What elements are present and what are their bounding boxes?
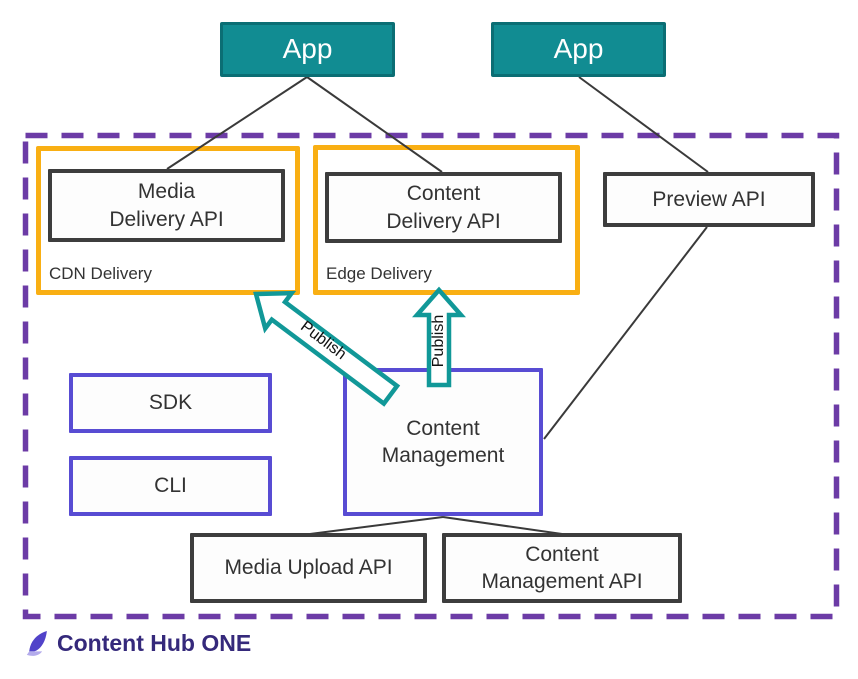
app-node-2-label: App <box>553 33 604 65</box>
line-app2-to-preview-api <box>578 76 709 173</box>
brand-name: Content Hub ONE <box>57 630 252 656</box>
app-node-1: App <box>220 22 395 77</box>
cli-box: CLI <box>69 456 272 516</box>
line-content-management-to-content-management-api <box>442 516 563 535</box>
content-delivery-api-box: Content Delivery API <box>325 172 562 243</box>
media-delivery-api-box: Media Delivery API <box>48 169 285 242</box>
content-management-api-label: Content Management API <box>481 542 643 593</box>
sdk-label: SDK <box>148 391 193 415</box>
publish-label-vertical: Publish <box>430 314 447 368</box>
app-node-2: App <box>491 22 666 77</box>
cli-label: CLI <box>154 474 187 498</box>
publish-label-diagonal: Publish <box>297 318 350 364</box>
feather-icon <box>26 631 47 656</box>
content-management-box: Content Management <box>343 368 543 516</box>
media-upload-api-label: Media Upload API <box>224 556 393 580</box>
media-delivery-api-label: Media Delivery API <box>109 180 224 231</box>
app-node-1-label: App <box>282 33 333 65</box>
edge-delivery-group-label: Edge Delivery <box>326 264 432 283</box>
cdn-delivery-group-label: CDN Delivery <box>49 264 152 283</box>
content-management-api-box: Content Management API <box>442 533 682 603</box>
preview-api-box: Preview API <box>603 172 815 227</box>
preview-api-label: Preview API <box>652 187 766 211</box>
content-management-label: Content Management <box>381 416 505 467</box>
line-content-management-to-media-upload-api <box>309 516 444 535</box>
sdk-box: SDK <box>69 373 272 433</box>
brand-logo: Content Hub ONE <box>24 630 251 657</box>
media-upload-api-box: Media Upload API <box>190 533 427 603</box>
content-delivery-api-label: Content Delivery API <box>386 182 501 233</box>
